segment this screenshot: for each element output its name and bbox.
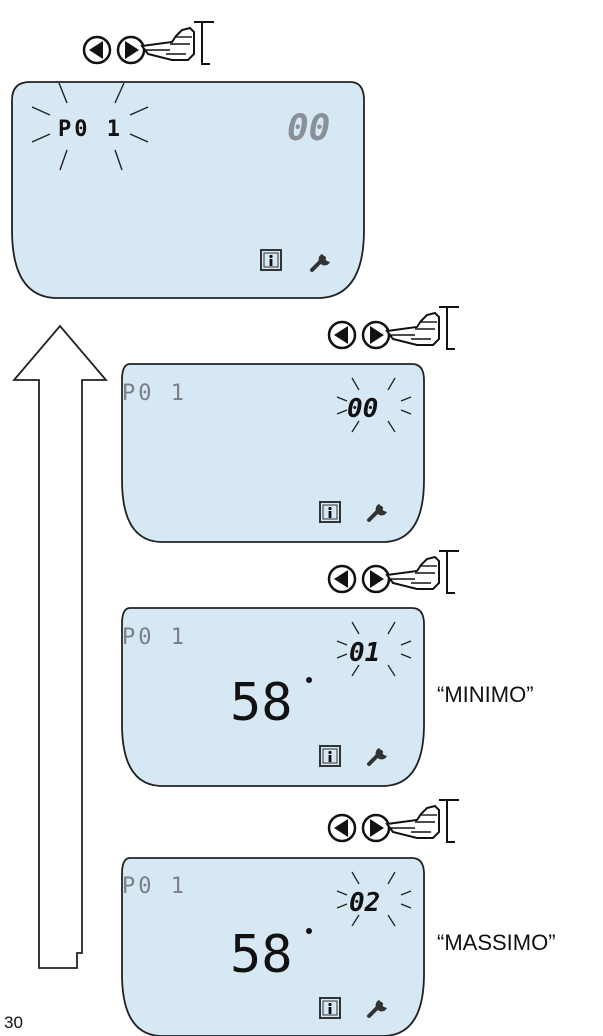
pointing-hand-icon: [386, 550, 460, 594]
pointing-hand-icon: [386, 799, 460, 843]
blink-rays: [336, 377, 412, 433]
display-panel-2: P0 1 00: [121, 363, 425, 543]
left-arrow-button-icon[interactable]: [327, 320, 357, 350]
info-icon: [319, 745, 341, 767]
right-arrow-button-icon[interactable]: [361, 813, 391, 843]
info-icon: [260, 249, 282, 271]
param-code: P0 1: [122, 625, 187, 650]
display-panel-4: P0 1 02 58: [121, 857, 425, 1036]
remote-buttons-4: [327, 799, 460, 843]
blink-rays: [336, 621, 412, 677]
param-value: 00: [287, 108, 330, 149]
left-arrow-button-icon[interactable]: [327, 813, 357, 843]
blink-rays: [336, 871, 412, 927]
right-arrow-button-icon[interactable]: [361, 564, 391, 594]
param-code: P0 1: [58, 117, 123, 142]
info-icon: [319, 997, 341, 1019]
param-value: 02: [349, 888, 380, 918]
degree-dot: [306, 928, 312, 934]
temperature-value: 58: [230, 673, 293, 733]
degree-dot: [306, 677, 312, 683]
cycle-return-arrow-icon: [12, 324, 108, 969]
display-panel-3: P0 1 01 58: [121, 607, 425, 787]
param-code: P0 1: [122, 874, 187, 899]
param-value: 00: [347, 394, 378, 424]
blink-rays: [31, 82, 149, 171]
left-arrow-button-icon[interactable]: [82, 35, 112, 65]
right-arrow-button-icon[interactable]: [116, 35, 146, 65]
remote-buttons-3: [327, 550, 460, 594]
label-massimo: “MASSIMO”: [437, 930, 556, 955]
remote-buttons-1: [82, 21, 215, 65]
label-minimo: “MINIMO”: [437, 682, 534, 707]
page-number: 30: [4, 1013, 23, 1032]
left-arrow-button-icon[interactable]: [327, 564, 357, 594]
pointing-hand-icon: [141, 21, 215, 65]
right-arrow-button-icon[interactable]: [361, 320, 391, 350]
param-value: 01: [349, 638, 380, 668]
remote-buttons-2: [327, 306, 460, 350]
pointing-hand-icon: [386, 306, 460, 350]
display-panel-1: P0 1 00: [11, 81, 365, 299]
param-code: P0 1: [122, 381, 187, 406]
info-icon: [319, 501, 341, 523]
temperature-value: 58: [230, 925, 293, 985]
